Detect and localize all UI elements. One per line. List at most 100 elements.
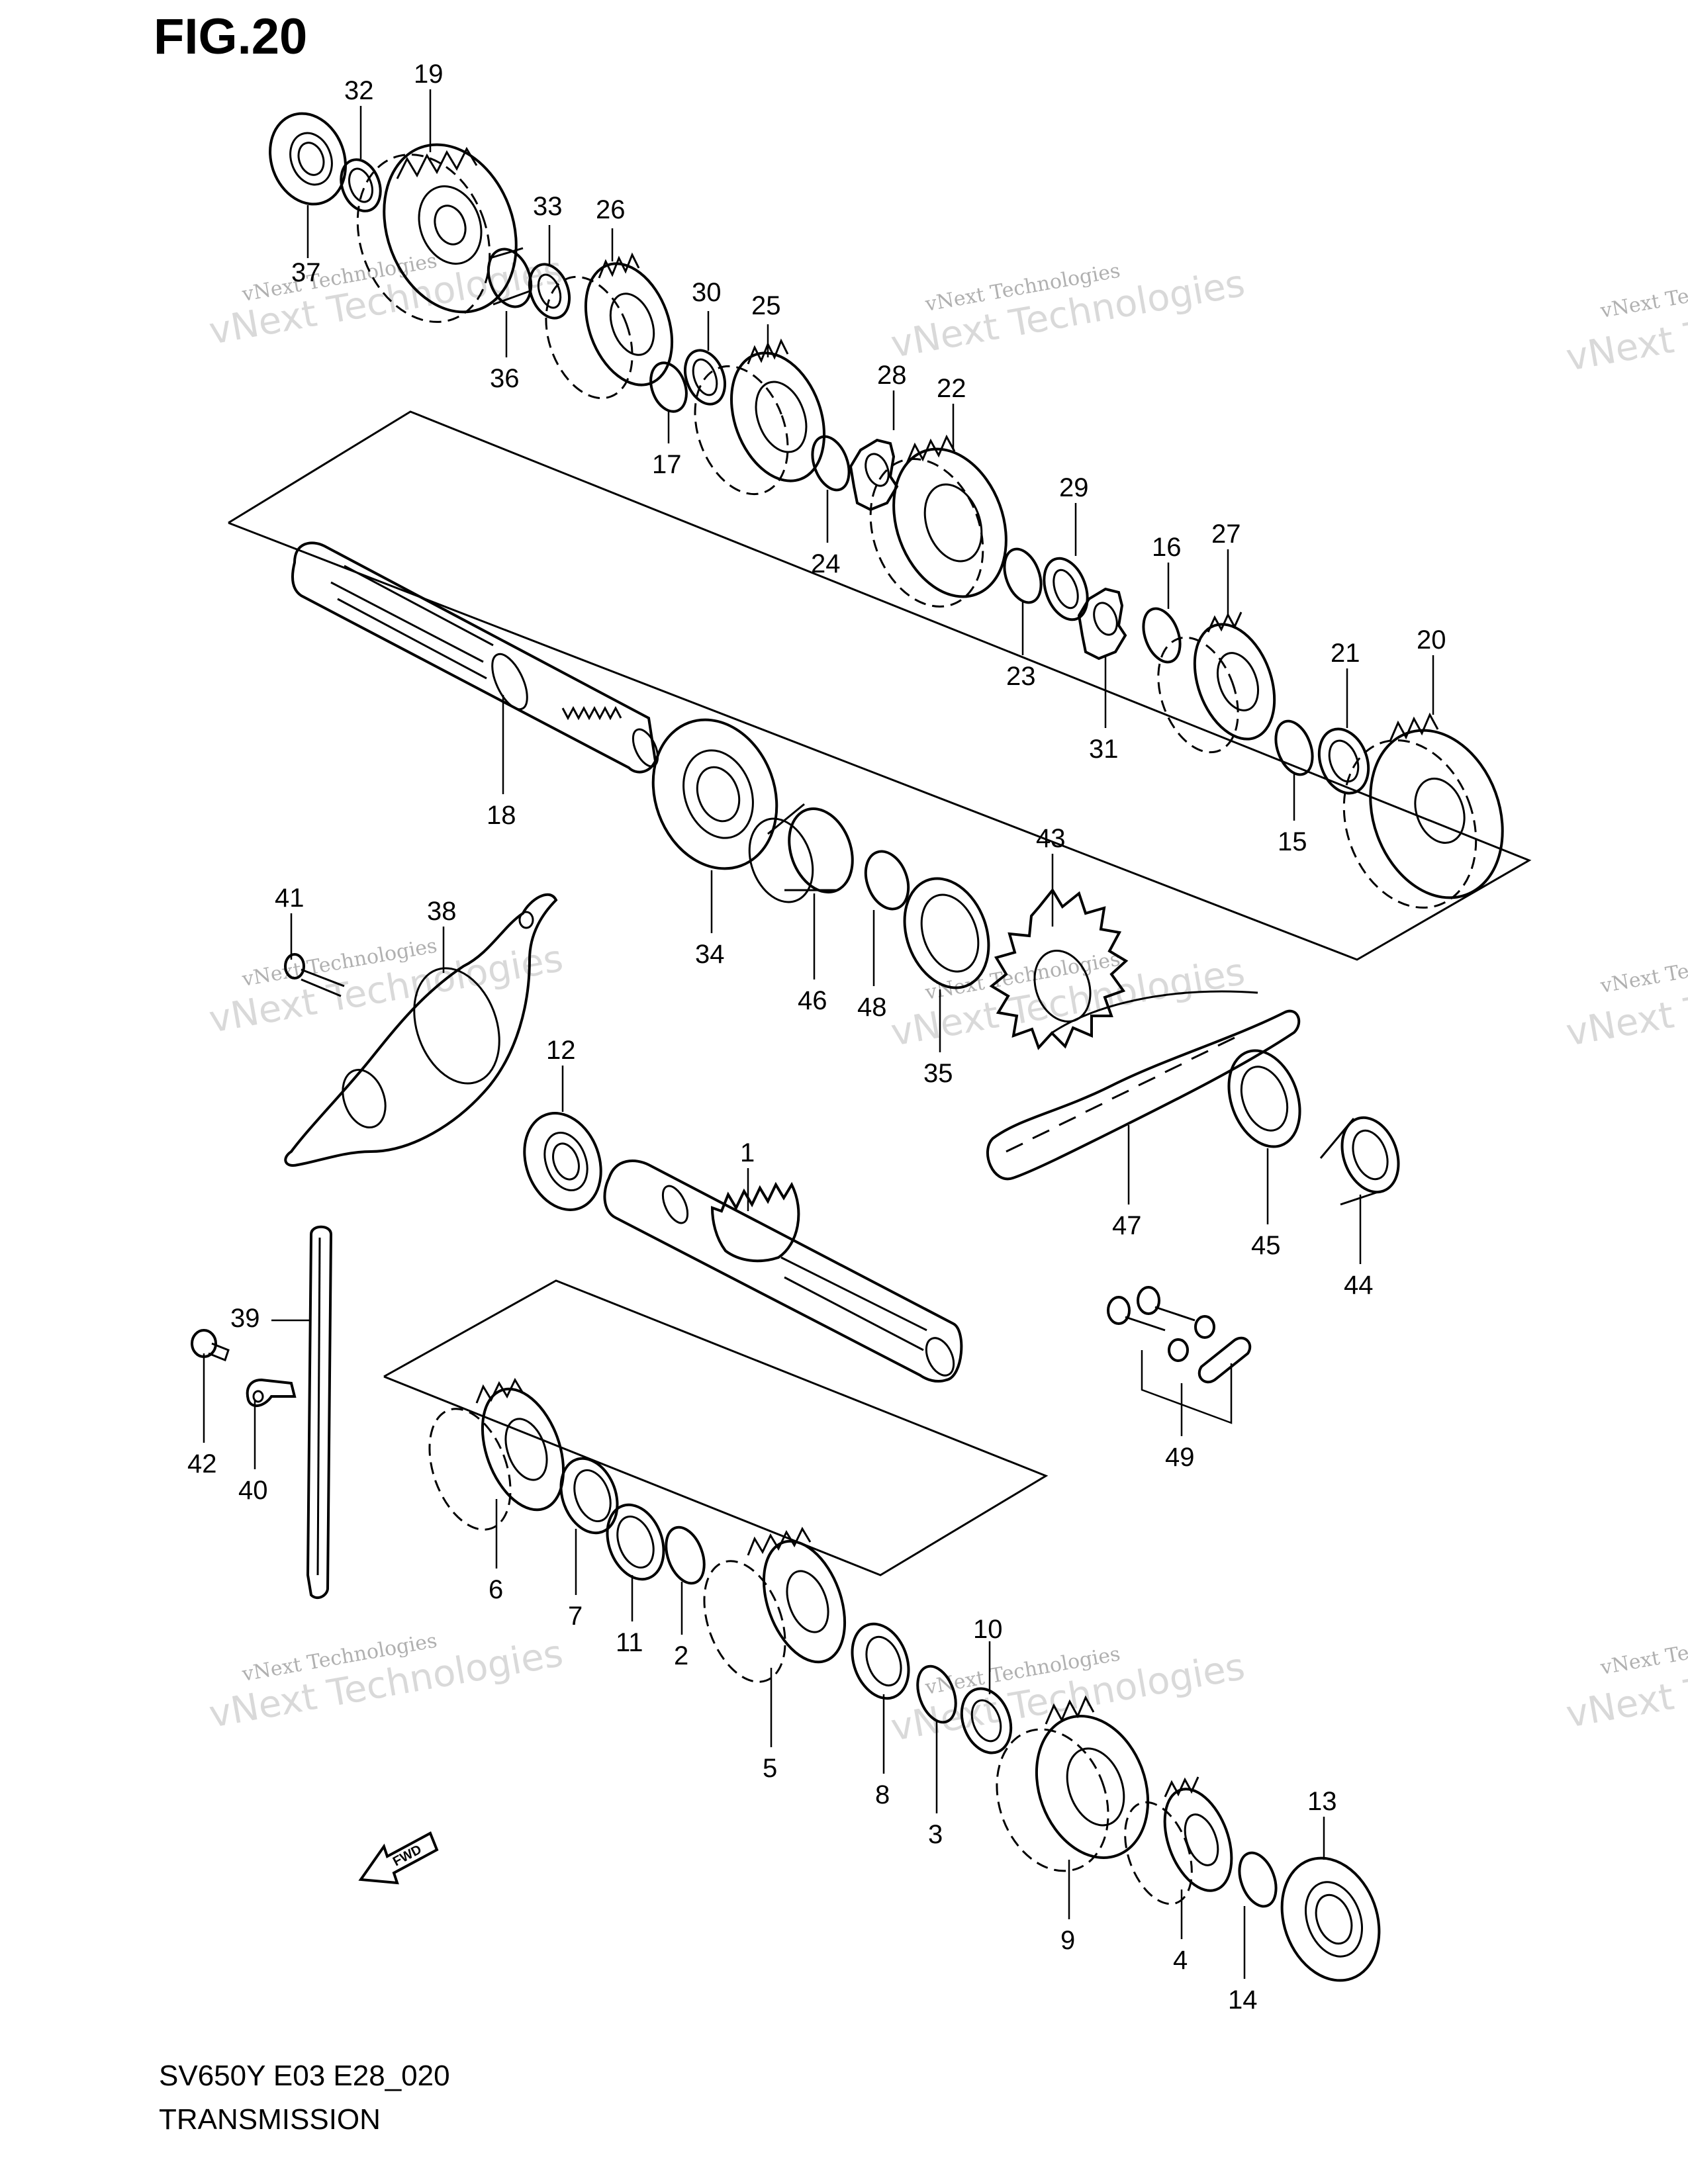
callout-46: 46 (798, 986, 827, 1015)
main-shaft-1 (603, 1160, 963, 1383)
callout-35: 35 (923, 1059, 953, 1088)
callout-30: 30 (692, 278, 722, 307)
callout-11: 11 (616, 1628, 643, 1657)
spacer-46 (748, 803, 854, 903)
callout-16: 16 (1152, 533, 1182, 562)
callout-9: 9 (1060, 1926, 1075, 1955)
plate-38 (284, 893, 558, 1167)
bushing-7 (559, 1457, 619, 1535)
callout-12: 12 (546, 1036, 576, 1065)
bushing-24 (811, 435, 851, 492)
gear-25 (694, 338, 826, 496)
washer-30 (684, 349, 726, 406)
callout-1: 1 (740, 1138, 755, 1167)
callout-43: 43 (1036, 824, 1066, 853)
callout-38: 38 (427, 897, 457, 926)
screw-42 (191, 1329, 230, 1361)
callout-45: 45 (1251, 1231, 1281, 1260)
bushing-8 (851, 1622, 910, 1700)
gear-4 (1124, 1776, 1233, 1905)
bearing-37 (269, 112, 347, 206)
leader-lines (203, 89, 1434, 1979)
callout-29: 29 (1059, 473, 1089, 502)
bearing-13 (1280, 1856, 1381, 1982)
callout-36: 36 (490, 364, 520, 393)
gear-27 (1157, 612, 1276, 754)
section-title: TRANSMISSION (159, 2103, 381, 2136)
washer-33 (528, 263, 571, 320)
bearing-34 (651, 718, 778, 870)
callout-41: 41 (275, 884, 305, 913)
bearing-12 (523, 1112, 602, 1211)
callout-10: 10 (973, 1615, 1003, 1644)
callout-23: 23 (1006, 662, 1036, 691)
callout-47: 47 (1112, 1211, 1142, 1240)
callout-5: 5 (763, 1754, 777, 1783)
callout-22: 22 (937, 374, 966, 403)
gear-6 (428, 1377, 565, 1531)
washer-10 (960, 1687, 1013, 1754)
drive-chain-47 (986, 990, 1301, 1181)
gear-5 (703, 1526, 847, 1683)
circlip-14 (1238, 1851, 1278, 1908)
bushing-21 (1317, 727, 1370, 795)
callout-27: 27 (1211, 520, 1241, 549)
callout-25: 25 (751, 291, 781, 320)
o-ring-48 (864, 850, 910, 911)
callout-44: 44 (1344, 1271, 1374, 1300)
washer-29 (1043, 557, 1089, 621)
watermark-text: vNext Technologies (1598, 1623, 1688, 1680)
watermark-text: vNext Technologies (1598, 941, 1688, 998)
lock-washer-31 (1077, 587, 1127, 660)
callout-26: 26 (596, 195, 626, 224)
callout-31: 31 (1089, 735, 1119, 764)
gear-19 (356, 143, 518, 323)
model-code: SV650Y E03 E28_020 (159, 2060, 450, 2092)
callout-19: 19 (414, 60, 444, 89)
callout-6: 6 (489, 1575, 503, 1604)
shaft-assembly-frame-upper (228, 410, 1532, 961)
callout-40: 40 (238, 1476, 268, 1505)
circlip-3 (916, 1664, 957, 1724)
bushing-36 (487, 247, 533, 308)
callout-14: 14 (1228, 1985, 1258, 2015)
callout-42: 42 (187, 1449, 217, 1479)
callout-15: 15 (1278, 827, 1307, 856)
callout-4: 4 (1173, 1946, 1188, 1975)
callout-2: 2 (674, 1641, 688, 1670)
callout-37: 37 (291, 258, 321, 287)
callout-3: 3 (928, 1820, 943, 1849)
callout-17: 17 (652, 450, 682, 479)
chain-joint-49 (1107, 1286, 1252, 1424)
gear-9 (996, 1695, 1150, 1872)
figure-title: FIG.20 (154, 9, 308, 65)
callout-34: 34 (695, 940, 725, 969)
watermark-group: vNext Technologies vNext Technologies vN… (206, 249, 1688, 1750)
watermark-text: vNext Technologies (1598, 266, 1688, 323)
gear-22 (869, 434, 1008, 608)
callout-18: 18 (487, 801, 516, 830)
callout-32: 32 (344, 76, 374, 105)
gear-20 (1342, 712, 1504, 909)
callout-33: 33 (533, 192, 563, 221)
oil-seal-35 (903, 877, 990, 989)
callout-13: 13 (1307, 1787, 1337, 1816)
bolt-41 (284, 953, 345, 997)
countershaft-18 (291, 541, 659, 774)
fwd-arrow-icon: FWD (358, 1831, 439, 1885)
callout-28: 28 (877, 361, 907, 390)
washer-32 (340, 158, 382, 212)
callout-21: 21 (1331, 639, 1360, 668)
circlip-17 (649, 361, 688, 413)
callout-20: 20 (1417, 625, 1446, 655)
circlip-2 (665, 1525, 706, 1585)
lock-washer-28 (849, 438, 899, 512)
washer-11 (606, 1503, 665, 1581)
callout-48: 48 (857, 993, 887, 1022)
washer-45 (1227, 1049, 1301, 1148)
callout-24: 24 (811, 549, 841, 578)
callout-49: 49 (1165, 1443, 1195, 1472)
callout-8: 8 (875, 1780, 890, 1809)
callout-7: 7 (568, 1602, 583, 1631)
